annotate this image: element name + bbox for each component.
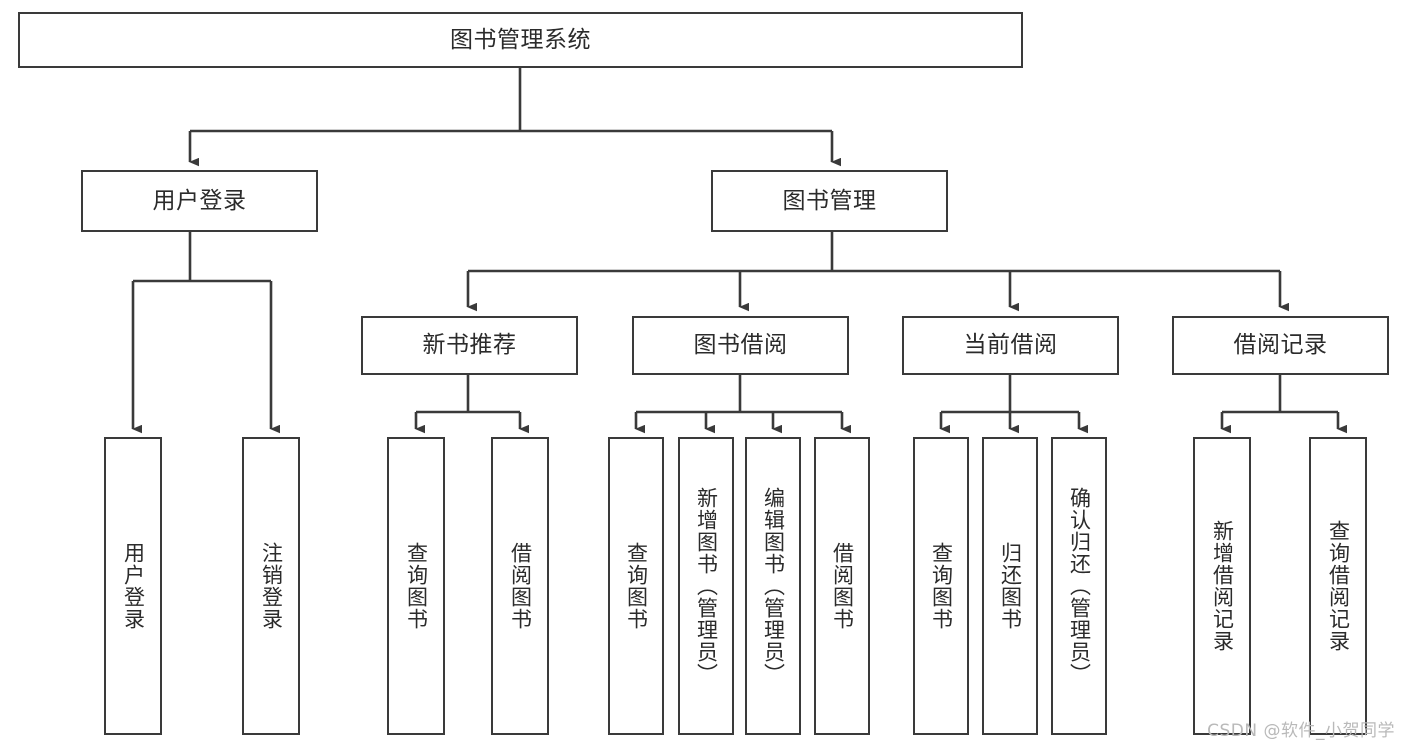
node-borrow-record[interactable]: 借阅记录 <box>1172 316 1389 375</box>
node-leaf-user-login[interactable]: 用户登录 <box>104 437 162 735</box>
node-new-book-rec-label: 新书推荐 <box>422 332 517 359</box>
node-leaf-borrow-book-1-label: 借阅图书 <box>508 542 533 630</box>
node-leaf-borrow-book-2-label: 借阅图书 <box>830 542 855 630</box>
node-leaf-logout-label: 注销登录 <box>259 542 284 630</box>
node-current-borrow[interactable]: 当前借阅 <box>902 316 1119 375</box>
node-leaf-add-record[interactable]: 新增借阅记录 <box>1193 437 1251 735</box>
node-leaf-query-record[interactable]: 查询借阅记录 <box>1309 437 1367 735</box>
node-root[interactable]: 图书管理系统 <box>18 12 1023 68</box>
node-leaf-query-book-3-label: 查询图书 <box>929 542 954 630</box>
node-leaf-return-book[interactable]: 归还图书 <box>982 437 1038 735</box>
node-leaf-borrow-book-1[interactable]: 借阅图书 <box>491 437 549 735</box>
node-leaf-user-login-label: 用户登录 <box>121 542 146 630</box>
node-leaf-edit-book-label: 编辑图书（管理员） <box>761 487 786 685</box>
node-leaf-edit-book[interactable]: 编辑图书（管理员） <box>745 437 801 735</box>
node-book-manage[interactable]: 图书管理 <box>711 170 948 232</box>
node-new-book-rec[interactable]: 新书推荐 <box>361 316 578 375</box>
node-leaf-borrow-book-2[interactable]: 借阅图书 <box>814 437 870 735</box>
node-leaf-confirm-return-label: 确认归还（管理员） <box>1067 487 1092 685</box>
node-leaf-add-record-label: 新增借阅记录 <box>1210 520 1235 652</box>
node-user-login[interactable]: 用户登录 <box>81 170 318 232</box>
node-leaf-add-book[interactable]: 新增图书（管理员） <box>678 437 734 735</box>
node-book-borrow[interactable]: 图书借阅 <box>632 316 849 375</box>
node-current-borrow-label: 当前借阅 <box>963 332 1058 359</box>
node-leaf-query-book-1-label: 查询图书 <box>404 542 429 630</box>
node-book-manage-label: 图书管理 <box>782 187 877 214</box>
node-leaf-confirm-return[interactable]: 确认归还（管理员） <box>1051 437 1107 735</box>
node-leaf-query-record-label: 查询借阅记录 <box>1326 520 1351 652</box>
node-leaf-return-book-label: 归还图书 <box>998 542 1023 630</box>
node-borrow-record-label: 借阅记录 <box>1233 332 1328 359</box>
node-leaf-query-book-2[interactable]: 查询图书 <box>608 437 664 735</box>
node-leaf-add-book-label: 新增图书（管理员） <box>694 487 719 685</box>
node-book-borrow-label: 图书借阅 <box>693 332 788 359</box>
node-leaf-query-book-3[interactable]: 查询图书 <box>913 437 969 735</box>
node-user-login-label: 用户登录 <box>152 187 247 214</box>
node-root-label: 图书管理系统 <box>450 26 591 53</box>
node-leaf-query-book-1[interactable]: 查询图书 <box>387 437 445 735</box>
node-leaf-logout[interactable]: 注销登录 <box>242 437 300 735</box>
node-leaf-query-book-2-label: 查询图书 <box>624 542 649 630</box>
